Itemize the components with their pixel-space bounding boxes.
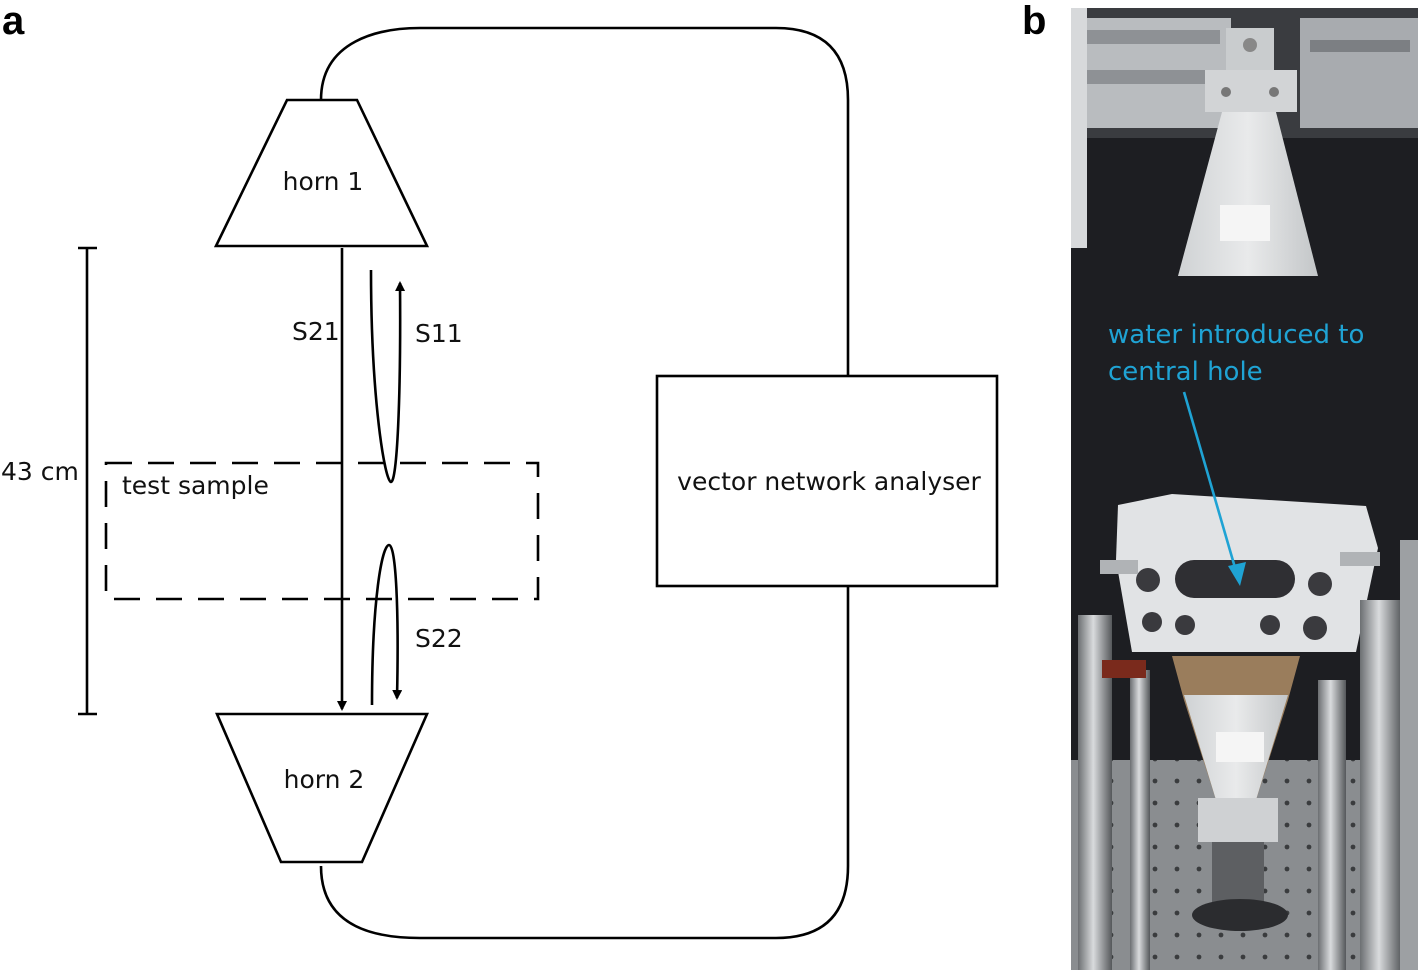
setup-photo: [1071, 8, 1418, 970]
test-sample-label: test sample: [122, 471, 269, 500]
panel-a: a horn 1 horn 2 vector network analyser …: [0, 0, 999, 940]
panel-b-letter: b: [1022, 0, 1046, 43]
horn-2: [215, 712, 429, 864]
distance-scale: [78, 246, 97, 716]
panel-b: b: [1022, 0, 1418, 970]
s21-label: S21: [292, 317, 340, 346]
test-sample-box: [104, 461, 540, 601]
distance-label: 43 cm: [1, 457, 79, 486]
s22-label: S22: [415, 624, 463, 653]
photo-annotation-line2: central hole: [1108, 357, 1263, 387]
vector-network-analyser-box: [655, 374, 999, 588]
horn-2-label: horn 2: [284, 765, 365, 794]
photo-annotation-arrow: [1182, 391, 1240, 579]
photo-horn-top: [1178, 112, 1318, 276]
analyser-label: vector network analyser: [677, 467, 981, 496]
s22-arrow: [370, 543, 403, 706]
panel-a-letter: a: [2, 0, 25, 43]
photo-annotation-arrowhead: [1228, 562, 1246, 586]
horn-1-label: horn 1: [283, 167, 364, 196]
photo-annotation-line1: water introduced to: [1108, 320, 1364, 350]
s11-arrow: [369, 269, 406, 484]
cable-loop: [319, 26, 850, 940]
horn-1: [213, 98, 430, 248]
s11-label: S11: [415, 319, 463, 348]
